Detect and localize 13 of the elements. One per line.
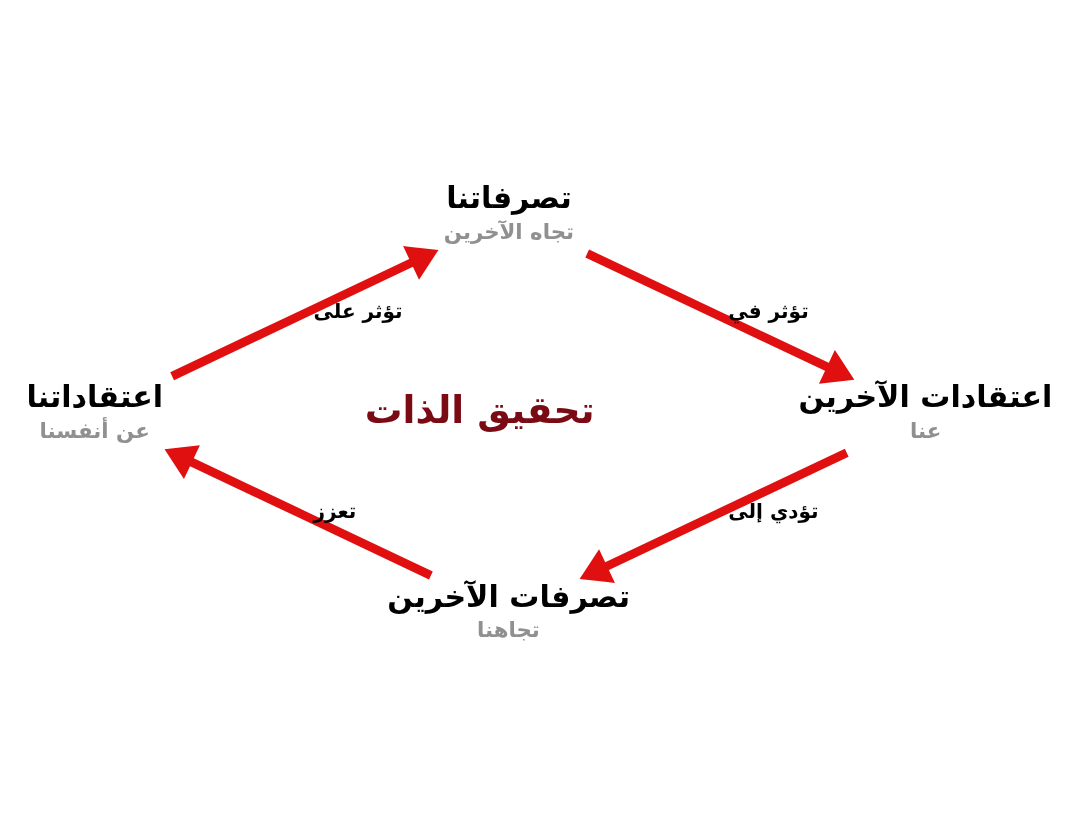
- arrow: [585, 249, 855, 384]
- arrow: [170, 245, 439, 380]
- label: تحقيق الذات: [364, 387, 595, 432]
- arrow: [164, 444, 433, 579]
- edge-label: تؤثر على: [313, 298, 403, 323]
- node-text: تصرفات الآخرين تجاهنا: [387, 577, 631, 642]
- node-text: اعتقادات الآخرين عنا: [798, 378, 1053, 443]
- arrow: [579, 448, 849, 583]
- edge-label: تعزز: [313, 498, 357, 523]
- node-text: اعتقاداتنا عن أنفسنا: [26, 378, 164, 443]
- edge-label: تؤثر في: [728, 298, 809, 323]
- edge-label: تؤدي إلى: [728, 498, 819, 523]
- node-text: تصرفاتنا تجاه الآخرين: [443, 179, 574, 244]
